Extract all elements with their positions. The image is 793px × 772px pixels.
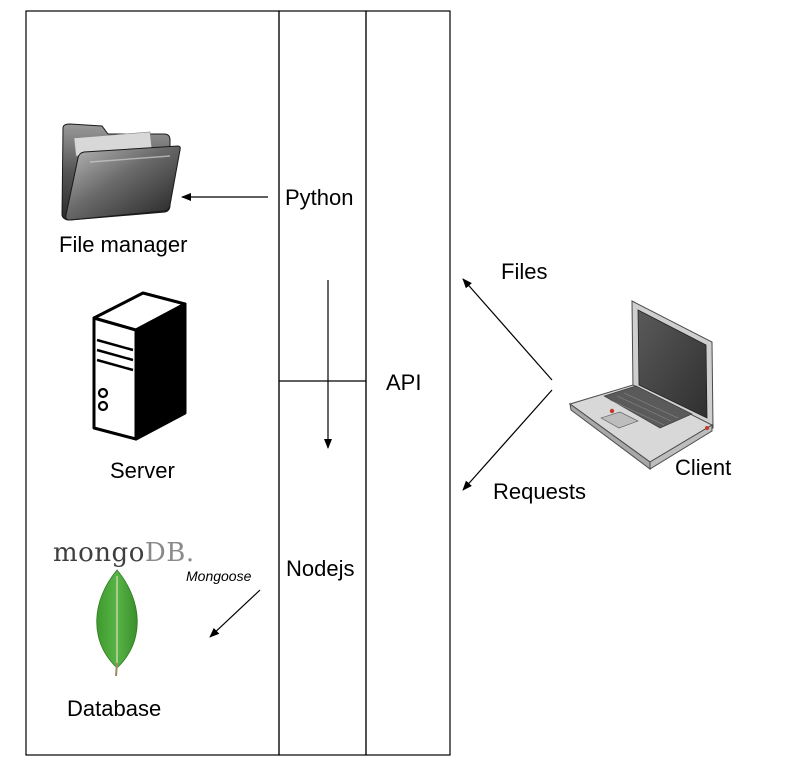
database-label: Database bbox=[67, 696, 162, 721]
files-edge-label: Files bbox=[501, 259, 548, 284]
mongodb-logo-reg: . bbox=[185, 538, 195, 568]
server-icon bbox=[92, 291, 187, 441]
services-column bbox=[278, 10, 367, 756]
nodejs-label: Nodejs bbox=[286, 556, 355, 581]
laptop-icon bbox=[568, 300, 714, 470]
api-label: API bbox=[386, 370, 422, 395]
server-label: Server bbox=[110, 458, 175, 483]
api-column bbox=[365, 10, 451, 756]
mongodb-logo-db: DB bbox=[144, 538, 186, 568]
files-arrow bbox=[462, 278, 553, 381]
python-label: Python bbox=[285, 185, 354, 210]
folder-icon bbox=[61, 123, 181, 221]
mongodb-leaf-icon bbox=[96, 569, 138, 677]
requests-edge-label: Requests bbox=[493, 479, 586, 504]
file-manager-label: File manager bbox=[59, 232, 188, 257]
mongodb-logo-text: mongoDB. bbox=[53, 540, 195, 566]
mongodb-logo-mongo: mongo bbox=[53, 538, 145, 568]
mongoose-edge-label: Mongoose bbox=[186, 568, 252, 584]
client-label: Client bbox=[675, 455, 732, 480]
mongoose-arrow bbox=[209, 589, 261, 638]
requests-arrow bbox=[462, 389, 553, 491]
